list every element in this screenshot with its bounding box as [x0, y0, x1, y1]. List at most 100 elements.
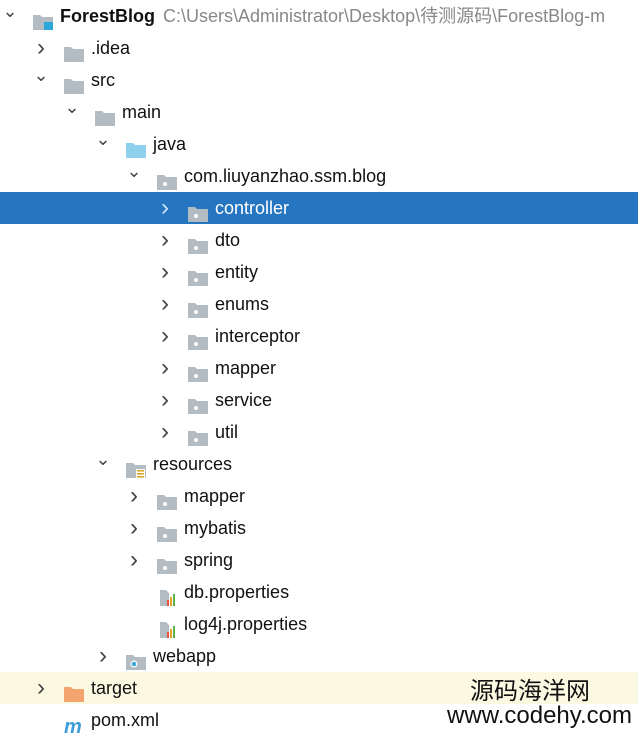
tree-item-label: service	[215, 384, 272, 416]
tree-item-entity[interactable]: › entity	[0, 256, 638, 288]
chevron-right-icon[interactable]: ›	[161, 226, 169, 253]
properties-file-icon	[157, 616, 177, 638]
tree-item-label: mybatis	[184, 512, 246, 544]
watermark-url: www.codehy.com	[447, 702, 632, 729]
tree-item-db-properties[interactable]: db.properties	[0, 576, 638, 608]
tree-item-label: dto	[215, 224, 240, 256]
item-name: controller	[215, 198, 290, 218]
chevron-right-icon[interactable]: ›	[161, 322, 169, 349]
tree-item-log4j-properties[interactable]: log4j.properties	[0, 608, 638, 640]
tree-item-label: interceptor	[215, 320, 300, 352]
chevron-right-icon[interactable]: ›	[161, 258, 169, 285]
item-name: mapper	[215, 358, 277, 378]
tree-item-idea[interactable]: › .idea	[0, 32, 638, 64]
tree-item-label: mapper	[215, 352, 276, 384]
chevron-down-icon[interactable]: ⌄	[95, 449, 111, 469]
item-name: spring	[184, 550, 234, 570]
tree-item-label: pom.xml	[91, 704, 159, 736]
item-name: dto	[215, 230, 241, 250]
tree-item-resources[interactable]: ⌄ resources	[0, 448, 638, 480]
item-name: interceptor	[215, 326, 301, 346]
tree-item-main[interactable]: ⌄ main	[0, 96, 638, 128]
resources-folder-icon	[126, 456, 146, 478]
package-icon	[188, 392, 208, 414]
chevron-right-icon[interactable]: ›	[161, 386, 169, 413]
chevron-right-icon[interactable]: ›	[161, 418, 169, 445]
tree-item-label: resources	[153, 448, 232, 480]
web-folder-icon	[126, 648, 146, 670]
tree-item-src[interactable]: ⌄ src	[0, 64, 638, 96]
tree-item-com-liuyanzhao-ssm-blog[interactable]: ⌄ com.liuyanzhao.ssm.blog	[0, 160, 638, 192]
tree-item-label: spring	[184, 544, 233, 576]
svg-text:m: m	[64, 718, 82, 734]
tree-item-mapper[interactable]: › mapper	[0, 480, 638, 512]
tree-item-label: mapper	[184, 480, 245, 512]
chevron-right-icon[interactable]: ›	[161, 290, 169, 317]
chevron-down-icon[interactable]: ⌄	[126, 161, 142, 181]
item-name: db.properties	[184, 582, 290, 602]
package-icon	[188, 200, 208, 222]
tree-item-pom-xml[interactable]: m pom.xml	[0, 704, 638, 738]
chevron-right-icon[interactable]: ›	[99, 642, 107, 669]
tree-item-label: main	[122, 96, 161, 128]
tree-item-label: java	[153, 128, 186, 160]
tree-item-java[interactable]: ⌄ java	[0, 128, 638, 160]
chevron-down-icon[interactable]: ⌄	[2, 1, 18, 21]
chevron-down-icon[interactable]: ⌄	[64, 97, 80, 117]
chevron-right-icon[interactable]: ›	[161, 354, 169, 381]
item-name: com.liuyanzhao.ssm.blog	[184, 166, 387, 186]
item-name: .idea	[91, 38, 131, 58]
chevron-right-icon[interactable]: ›	[130, 482, 138, 509]
package-icon	[188, 296, 208, 318]
tree-item-label: .idea	[91, 32, 130, 64]
tree-item-label: enums	[215, 288, 269, 320]
item-name: mapper	[184, 486, 246, 506]
chevron-down-icon[interactable]: ⌄	[95, 129, 111, 149]
package-icon	[188, 232, 208, 254]
tree-item-spring[interactable]: › spring	[0, 544, 638, 576]
item-name: util	[215, 422, 239, 442]
tree-item-label: util	[215, 416, 238, 448]
chevron-right-icon[interactable]: ›	[130, 546, 138, 573]
package-icon	[157, 168, 177, 190]
tree-item-label: src	[91, 64, 115, 96]
watermark: 源码海洋网 www.codehy.com	[447, 680, 632, 728]
tree-item-label: webapp	[153, 640, 216, 672]
properties-file-icon	[157, 584, 177, 606]
item-name: main	[122, 102, 162, 122]
tree-item-service[interactable]: › service	[0, 384, 638, 416]
package-icon	[188, 264, 208, 286]
item-name: entity	[215, 262, 259, 282]
tree-item-dto[interactable]: › dto	[0, 224, 638, 256]
folder-icon	[64, 40, 84, 62]
tree-item-enums[interactable]: › enums	[0, 288, 638, 320]
chevron-right-icon[interactable]: ›	[161, 194, 169, 221]
tree-item-interceptor[interactable]: › interceptor	[0, 320, 638, 352]
tree-item-webapp[interactable]: › webapp	[0, 640, 638, 672]
folder-icon	[64, 72, 84, 94]
tree-item-label: entity	[215, 256, 258, 288]
tree-item-label: controller	[215, 192, 289, 224]
chevron-right-icon[interactable]: ›	[130, 514, 138, 541]
maven-icon: m	[64, 712, 84, 738]
item-name: mybatis	[184, 518, 247, 538]
excluded-folder-icon	[64, 680, 84, 702]
item-name: resources	[153, 454, 233, 474]
tree-item-target[interactable]: › target	[0, 672, 638, 704]
tree-item-label: com.liuyanzhao.ssm.blog	[184, 160, 386, 192]
chevron-right-icon[interactable]: ›	[37, 674, 45, 701]
tree-item-mapper[interactable]: › mapper	[0, 352, 638, 384]
tree-item-label: target	[91, 672, 137, 704]
tree-item-mybatis[interactable]: › mybatis	[0, 512, 638, 544]
package-icon	[157, 488, 177, 510]
tree-item-util[interactable]: › util	[0, 416, 638, 448]
package-icon	[188, 360, 208, 382]
package-icon	[157, 520, 177, 542]
item-name: java	[153, 134, 187, 154]
tree-item-controller[interactable]: › controller	[0, 192, 638, 224]
chevron-down-icon[interactable]: ⌄	[33, 65, 49, 85]
chevron-right-icon[interactable]: ›	[37, 34, 45, 61]
